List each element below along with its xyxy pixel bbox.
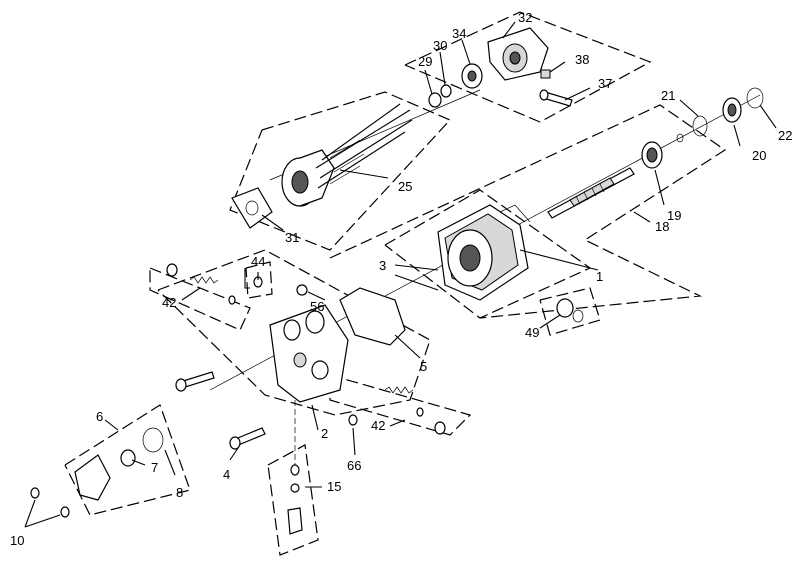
bolt-part-4: [229, 427, 266, 450]
cover-part-6: [74, 427, 164, 501]
ring-part-21: [692, 115, 708, 137]
callout-7: 7: [151, 460, 158, 475]
callout-44: 44: [251, 254, 265, 269]
callout-3: 3: [379, 258, 386, 273]
plug-part-56: [296, 284, 308, 296]
callout-4: 4: [223, 467, 230, 482]
boundary-valve-right: [329, 374, 472, 436]
callout-22: 22: [778, 128, 792, 143]
callout-34: 34: [452, 26, 466, 41]
bearing-part-19: [641, 141, 663, 169]
callout-6: 6: [96, 409, 103, 424]
shaft-part-18: [547, 167, 635, 219]
boundary-center-section: [157, 249, 431, 416]
boundary-rear-cover: [404, 11, 652, 123]
callout-31: 31: [285, 230, 299, 245]
o-ring-part-8: [142, 427, 164, 453]
valve-assembly-left: [166, 263, 236, 305]
callout-labels: 1 2 3 4 5 6 7 8 10 15 18 19 20 21 22 25 …: [10, 10, 792, 548]
fitting-part-15: [287, 464, 303, 535]
seal-part-49: [556, 298, 584, 323]
center-section-part-2: [269, 304, 349, 403]
callout-66: 66: [347, 458, 361, 473]
gasket-part-5: [339, 287, 406, 346]
callout-29: 29: [418, 54, 432, 69]
callout-2: 2: [321, 426, 328, 441]
callout-8: 8: [176, 485, 183, 500]
boundary-cover-6: [64, 404, 191, 516]
valve-assembly-right: [384, 386, 446, 435]
rear-cover-part-32: [487, 27, 549, 81]
callout-20: 20: [752, 148, 766, 163]
callout-32: 32: [518, 10, 532, 25]
callout-56: 56: [310, 299, 324, 314]
seal-parts-29-30-34: [428, 63, 483, 108]
callout-19: 19: [667, 208, 681, 223]
part-7: [120, 449, 136, 467]
screws-part-10: [30, 487, 70, 518]
part-38: [540, 69, 551, 79]
boundary-fitting-15: [267, 444, 319, 556]
assembly-boundaries: [64, 11, 727, 556]
boundary-valve-left: [149, 267, 251, 331]
bearing-part-29: [428, 92, 442, 108]
callout-42-left: 42: [162, 295, 176, 310]
callout-37: 37: [598, 76, 612, 91]
washer-part-30: [440, 84, 452, 98]
callout-21: 21: [661, 88, 675, 103]
thrust-plate-part-31: [231, 187, 273, 229]
callout-25: 25: [398, 179, 412, 194]
callout-49: 49: [525, 325, 539, 340]
callout-42-right: 42: [371, 418, 385, 433]
callout-38: 38: [575, 52, 589, 67]
pin-part-37: [539, 89, 573, 107]
callout-18: 18: [655, 219, 669, 234]
boundary-seal-49: [539, 287, 601, 336]
callout-30: 30: [433, 38, 447, 53]
bolt-left-center: [175, 371, 215, 392]
plug-part-66: [348, 414, 358, 426]
callout-15: 15: [327, 479, 341, 494]
ring-part-22: [746, 87, 764, 109]
rings-20-22: [676, 87, 764, 143]
leader-lines: [24, 21, 777, 528]
callout-10: 10: [10, 533, 24, 548]
housing-part-1: [437, 204, 531, 301]
cylinder-block-part-25: [281, 103, 413, 207]
callout-5: 5: [420, 359, 427, 374]
boundary-shaft-group: [329, 104, 727, 319]
callout-1: 1: [596, 269, 603, 284]
